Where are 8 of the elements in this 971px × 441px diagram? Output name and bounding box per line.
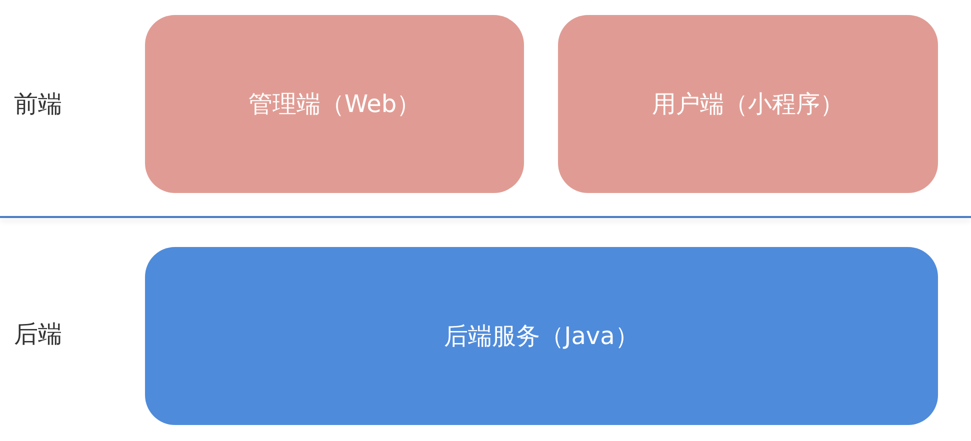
component-box (145, 15, 524, 193)
component-box (558, 15, 938, 193)
component-label: 用户端（小程序） (652, 89, 844, 120)
component-label: 后端服务（Java） (444, 321, 639, 352)
component-box (145, 247, 938, 425)
layer-label: 前端 (14, 89, 62, 120)
component-label: 管理端（Web） (248, 89, 421, 120)
layer-label: 后端 (14, 319, 62, 350)
